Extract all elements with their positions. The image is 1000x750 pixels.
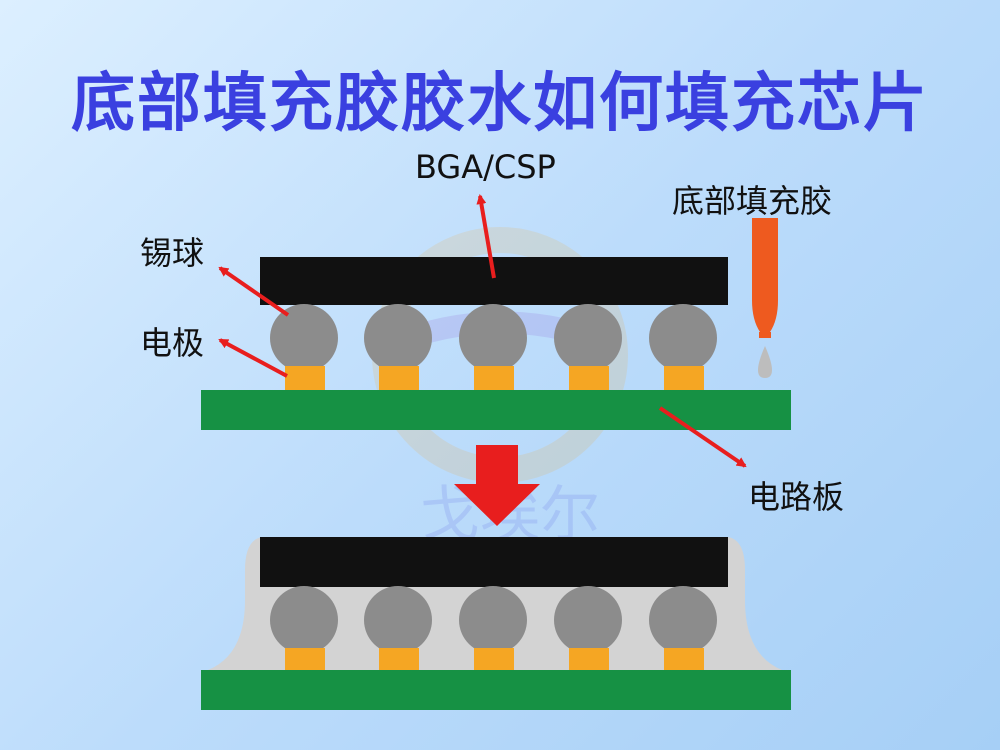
top-assembly xyxy=(201,257,791,430)
solder-ball xyxy=(364,304,432,372)
bottom-assembly xyxy=(201,537,791,710)
solder-balls-bottom xyxy=(270,586,717,654)
pointer-arrow-electrode xyxy=(218,338,288,378)
solder-ball xyxy=(459,586,527,654)
page-title: 底部填充胶胶水如何填充芯片 xyxy=(71,67,929,141)
solder-ball xyxy=(364,586,432,654)
chip-bottom xyxy=(260,537,728,587)
electrode xyxy=(474,366,514,390)
solder-ball xyxy=(554,586,622,654)
label-electrode: 电极 xyxy=(140,324,205,362)
electrode xyxy=(664,648,704,672)
electrode xyxy=(664,366,704,390)
electrodes-top xyxy=(285,366,704,390)
pointer-arrow-solder-ball xyxy=(218,266,290,317)
underfill-nozzle xyxy=(752,218,778,378)
solder-ball xyxy=(649,304,717,372)
solder-ball xyxy=(270,304,338,372)
electrode xyxy=(474,648,514,672)
solder-balls-top xyxy=(270,304,717,372)
electrode xyxy=(569,366,609,390)
electrodes-bottom xyxy=(285,648,704,672)
pcb-bottom xyxy=(201,670,791,710)
chip-top xyxy=(260,257,728,305)
pointer-arrow-chip xyxy=(476,194,496,279)
electrode xyxy=(569,648,609,672)
solder-ball xyxy=(270,586,338,654)
electrode xyxy=(379,648,419,672)
solder-ball xyxy=(459,304,527,372)
electrode xyxy=(285,648,325,672)
solder-ball xyxy=(649,586,717,654)
pcb-top xyxy=(201,390,791,430)
pointer-arrow-pcb xyxy=(658,406,747,468)
electrode xyxy=(285,366,325,390)
label-pcb: 电路板 xyxy=(748,478,845,516)
label-underfill: 底部填充胶 xyxy=(672,182,833,220)
solder-ball xyxy=(554,304,622,372)
electrode xyxy=(379,366,419,390)
label-chip: BGA/CSP xyxy=(415,148,556,186)
label-solder-ball: 锡球 xyxy=(140,234,205,272)
process-down-arrow xyxy=(454,445,540,526)
